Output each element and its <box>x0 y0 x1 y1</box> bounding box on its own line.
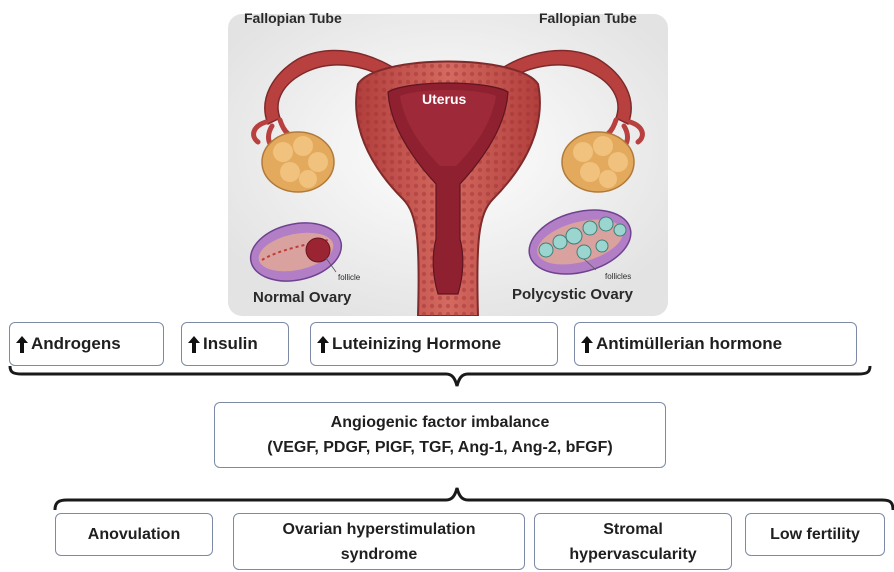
outcome-label-ohss-line1: Ovarian hyperstimulation <box>283 517 476 542</box>
factor-box-insulin: Insulin <box>181 322 289 366</box>
factor-label-luteinizing-hormone: Luteinizing Hormone <box>332 334 501 354</box>
factor-label-insulin: Insulin <box>203 334 258 354</box>
angiogenic-imbalance-box: Angiogenic factor imbalance (VEGF, PDGF,… <box>214 402 666 468</box>
angiogenic-factors-list: (VEGF, PDGF, PIGF, TGF, Ang-1, Ang-2, bF… <box>267 435 612 460</box>
factor-box-luteinizing-hormone: Luteinizing Hormone <box>310 322 558 366</box>
ovary-left <box>262 132 334 192</box>
ovary-right <box>562 132 634 192</box>
outcome-label-anovulation: Anovulation <box>88 522 180 547</box>
up-arrow-icon <box>317 336 329 353</box>
outcome-label-ohss-line2: syndrome <box>341 542 417 567</box>
angiogenic-title: Angiogenic factor imbalance <box>331 410 550 435</box>
factors-brace <box>0 364 894 390</box>
outcome-box-low-fertility: Low fertility <box>745 513 885 556</box>
normal-ovary-label: Normal Ovary <box>253 289 351 306</box>
outcome-box-ohss: Ovarian hyperstimulation syndrome <box>233 513 525 570</box>
factor-label-androgens: Androgens <box>31 334 121 354</box>
outcomes-brace <box>0 484 894 512</box>
outcome-label-stromal-line2: hypervascularity <box>569 542 696 567</box>
up-arrow-icon <box>188 336 200 353</box>
outcome-label-stromal-line1: Stromal <box>603 517 663 542</box>
fallopian-tube-right-label: Fallopian Tube <box>539 10 637 26</box>
factor-label-antimullerian-hormone: Antimüllerian hormone <box>596 334 782 354</box>
factor-box-androgens: Androgens <box>9 322 164 366</box>
outcome-box-stromal-hypervascularity: Stromal hypervascularity <box>534 513 732 570</box>
factor-box-antimullerian-hormone: Antimüllerian hormone <box>574 322 857 366</box>
uterus-label: Uterus <box>422 91 466 107</box>
reproductive-anatomy-illustration <box>228 14 668 316</box>
fallopian-tube-left-label: Fallopian Tube <box>244 10 342 26</box>
outcome-label-low-fertility: Low fertility <box>770 522 860 547</box>
up-arrow-icon <box>16 336 28 353</box>
uterus-drawing <box>228 14 668 316</box>
follicle-label: follicle <box>338 273 360 282</box>
outcome-box-anovulation: Anovulation <box>55 513 213 556</box>
up-arrow-icon <box>581 336 593 353</box>
polycystic-ovary-label: Polycystic Ovary <box>512 286 633 303</box>
follicles-label: follicles <box>605 272 631 281</box>
